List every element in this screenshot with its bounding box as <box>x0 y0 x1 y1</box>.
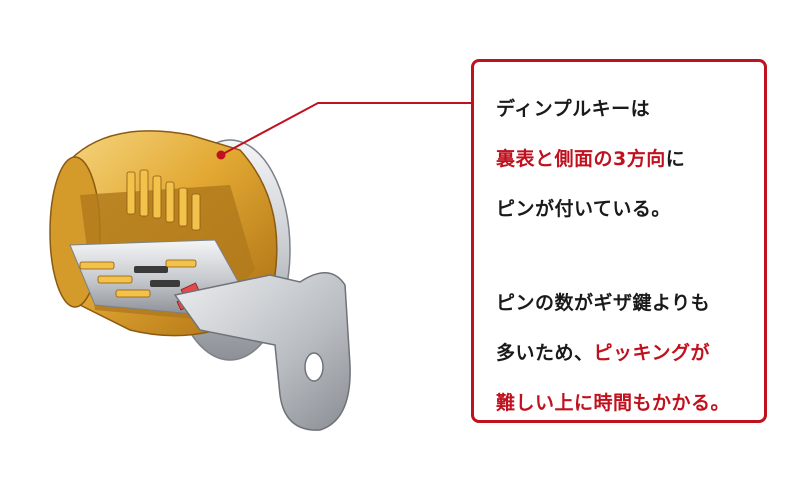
callout-text: 裏表と側面の3方向 <box>496 148 666 170</box>
callout-text: に <box>665 148 686 170</box>
callout-text: ピンが付いている。 <box>496 198 671 220</box>
callout-leader-dot <box>216 150 226 160</box>
side-pins <box>79 259 197 298</box>
callout-line: 裏表と側面の3方向に <box>496 144 685 171</box>
callout-line: 難しい上に時間もかかる。 <box>496 388 730 415</box>
callout-leader-line <box>220 102 471 156</box>
callout-line: ディンプルキーは <box>496 94 650 121</box>
key-hole <box>304 352 324 382</box>
callout-line: ピンが付いている。 <box>496 194 671 221</box>
callout-text: ピッキングが <box>593 342 710 364</box>
callout-line: 多いため、ピッキングが <box>496 338 710 365</box>
callout-text: 多いため、 <box>496 342 594 364</box>
callout-text: ピンの数がギザ鍵よりも <box>496 292 711 314</box>
top-pins <box>126 169 201 231</box>
callout-box: ディンプルキーは裏表と側面の3方向にピンが付いている。 ピンの数がギザ鍵よりも多… <box>471 59 767 423</box>
key <box>173 272 351 431</box>
callout-line: ピンの数がギザ鍵よりも <box>496 288 710 315</box>
callout-text: 難しい上に時間もかかる。 <box>496 392 731 414</box>
callout-text: ディンプルキーは <box>496 98 651 120</box>
